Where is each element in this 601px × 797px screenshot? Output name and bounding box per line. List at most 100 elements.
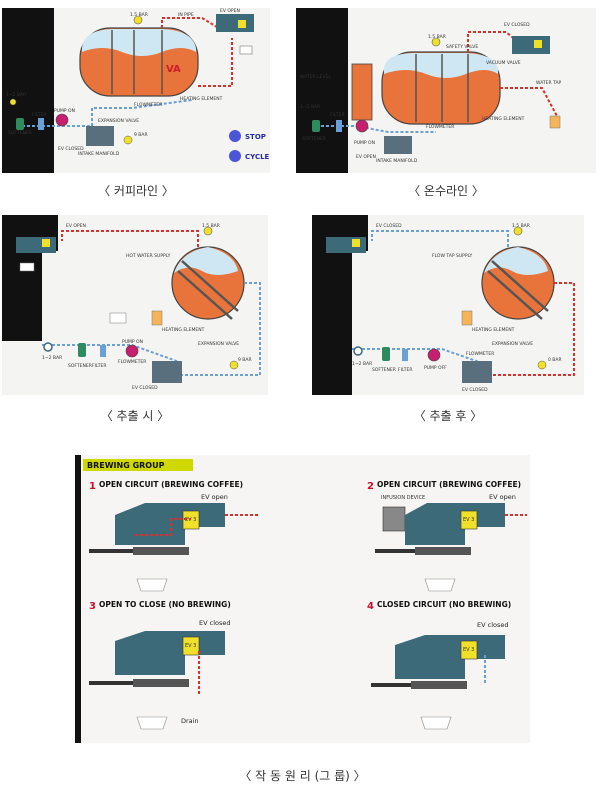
hot-water-line bbox=[61, 230, 199, 247]
pressure-gauge bbox=[203, 226, 213, 236]
label: EXPANSION VALVE bbox=[198, 341, 239, 347]
label: FILTER bbox=[330, 112, 345, 118]
caption-after-extraction: 〈 추출 후 〉 bbox=[413, 409, 483, 423]
cup-icon bbox=[109, 312, 127, 324]
machine-side-panel bbox=[296, 8, 348, 173]
label: EV OPEN bbox=[220, 8, 240, 14]
label: 1.5 BAR bbox=[512, 223, 530, 229]
step-title: OPEN CIRCUIT (BREWING COFFEE) bbox=[99, 480, 243, 489]
manifold-gauge bbox=[229, 360, 239, 370]
left-border bbox=[75, 455, 81, 743]
label: SAFETY VALVE bbox=[446, 44, 478, 50]
step-2: 2 OPEN CIRCUIT (BREWING COFFEE) INFUSION… bbox=[367, 480, 527, 592]
portafilter-handle bbox=[375, 549, 425, 553]
hot-water-return bbox=[198, 38, 233, 87]
portafilter bbox=[133, 679, 189, 687]
group-body bbox=[405, 503, 505, 545]
coffee-line-diagram: VA 1.5 BAR IN PIPE EV OPEN SOFTENER FIL bbox=[2, 8, 270, 173]
cup-icon bbox=[420, 716, 452, 730]
ev-label: EV closed bbox=[477, 621, 509, 629]
cycle-label: CYCLE bbox=[245, 153, 270, 161]
ev-valve-label: EV 3 bbox=[463, 647, 474, 653]
boiler bbox=[171, 246, 245, 320]
softener-icon bbox=[382, 347, 390, 361]
label: INTAKE MANIFOLD bbox=[376, 158, 418, 164]
step-number: 1 bbox=[89, 481, 96, 492]
label: WATER LEVEL bbox=[300, 74, 331, 80]
manifold-gauge bbox=[537, 360, 547, 370]
cold-water-line bbox=[42, 344, 183, 364]
ev-valve-icon bbox=[182, 636, 200, 656]
portafilter-handle bbox=[371, 683, 421, 687]
label: VACUUM VALVE bbox=[486, 60, 521, 66]
label: FLOWMETER bbox=[426, 124, 454, 130]
step-number: 4 bbox=[367, 601, 374, 612]
group-head bbox=[512, 36, 550, 54]
label: 1~2 BAR bbox=[6, 92, 26, 98]
drain-label: Drain bbox=[181, 717, 199, 725]
step-4: 4 CLOSED CIRCUIT (NO BREWING) EV closed … bbox=[367, 600, 511, 730]
softener-icon bbox=[312, 120, 320, 132]
filter-icon bbox=[38, 118, 44, 130]
machine-side-panel bbox=[312, 251, 352, 395]
label: WATER TAP bbox=[536, 80, 562, 86]
inlet-valve-icon bbox=[353, 346, 363, 356]
portafilter-handle bbox=[89, 549, 149, 553]
label: 1~2 BAR bbox=[42, 355, 62, 361]
step-title: CLOSED CIRCUIT (NO BREWING) bbox=[377, 600, 511, 609]
label: PUMP ON bbox=[354, 140, 375, 146]
cup-icon bbox=[424, 578, 456, 592]
water-tap-line bbox=[500, 87, 559, 119]
label: 0 BAR bbox=[548, 357, 562, 363]
manifold-gauge bbox=[123, 135, 133, 145]
label: 1~2 BAR bbox=[352, 361, 372, 367]
filter-icon bbox=[402, 349, 408, 361]
filter-icon bbox=[100, 345, 106, 357]
ev-valve-label: EV 3 bbox=[463, 517, 474, 523]
caption-operating-principle: 〈 작 동 원 리 (그 룹) 〉 bbox=[239, 769, 366, 783]
intake-manifold bbox=[86, 126, 114, 146]
portafilter-handle bbox=[89, 681, 149, 685]
label: FLOWMETER bbox=[466, 351, 494, 357]
portafilter bbox=[411, 681, 467, 689]
boiler: VA bbox=[79, 27, 199, 97]
label: FILTER bbox=[398, 367, 413, 373]
label: FLOWMETER bbox=[118, 359, 146, 365]
label: EV CLOSED bbox=[132, 385, 158, 391]
label: PUMP ON bbox=[54, 108, 75, 114]
cold-water-line bbox=[352, 348, 483, 364]
infusion-device-icon bbox=[382, 506, 406, 532]
ev-valve-label: EV 3 bbox=[185, 643, 196, 649]
cycle-button-icon bbox=[229, 150, 241, 162]
boiler bbox=[481, 246, 555, 320]
step-number: 3 bbox=[89, 601, 96, 612]
glass-icon bbox=[461, 310, 473, 326]
label: 1.5 BAR bbox=[202, 223, 220, 229]
infusion-device-label: INFUSION DEVICE bbox=[381, 495, 425, 501]
ev-label: EV closed bbox=[199, 619, 231, 627]
group-body bbox=[395, 635, 505, 679]
flow-line bbox=[135, 518, 191, 536]
label: SOFTENER bbox=[372, 367, 396, 373]
glass-icon bbox=[549, 115, 561, 129]
label: 1.5 BAR bbox=[428, 34, 446, 40]
label: EV OPEN bbox=[356, 154, 376, 160]
stop-label: STOP bbox=[245, 133, 266, 141]
stop-button-icon bbox=[229, 130, 241, 142]
hot-water-line-diagram: 1.5 BAR EV CLOSED SAFETY VALVE VACUUM VA… bbox=[296, 8, 596, 173]
label: PUMP ON bbox=[122, 339, 143, 345]
label: 9 BAR bbox=[238, 357, 252, 363]
ev-valve-icon bbox=[460, 510, 478, 530]
group-head bbox=[216, 14, 254, 55]
softener-icon bbox=[78, 343, 86, 357]
caption-hot-water-line: 〈 온수라인 〉 bbox=[408, 184, 484, 198]
label: HEATING ELEMENT bbox=[482, 116, 525, 122]
label: 1~2 BAR bbox=[300, 104, 320, 110]
cup-icon bbox=[136, 716, 168, 730]
label: EV CLOSED bbox=[504, 22, 530, 28]
filter-icon bbox=[336, 120, 342, 132]
pump-icon bbox=[355, 119, 369, 133]
label: INTAKE MANIFOLD bbox=[78, 151, 120, 157]
cup-icon bbox=[136, 578, 168, 592]
brewing-group-title: BREWING GROUP bbox=[87, 461, 165, 470]
